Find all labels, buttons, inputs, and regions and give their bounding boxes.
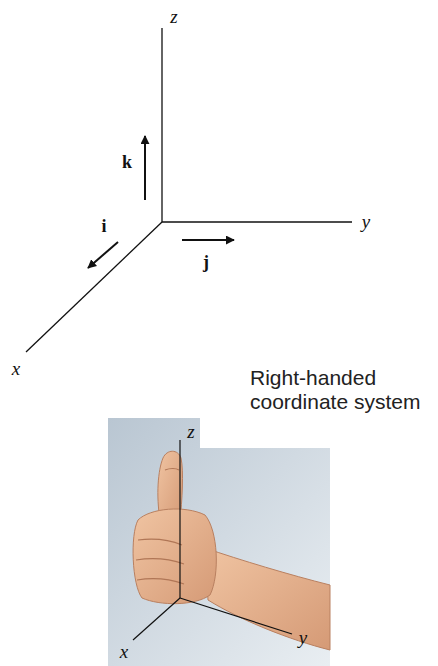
axis-label: z xyxy=(187,422,194,441)
axis-label: z xyxy=(170,7,177,26)
unit-vector-label: k xyxy=(122,153,132,171)
axis-label: x xyxy=(12,359,20,378)
hand-photo xyxy=(108,418,330,666)
axis-label: y xyxy=(299,628,307,647)
axes xyxy=(26,28,352,352)
caption-text: Right-handed coordinate system xyxy=(250,366,432,414)
axis-label: y xyxy=(362,212,370,231)
unit-vector-label: j xyxy=(203,253,209,271)
axis-label: x xyxy=(120,642,128,661)
photo-axes xyxy=(133,440,292,640)
unit-vectors xyxy=(88,136,234,268)
unit-vector-label: i xyxy=(101,217,106,235)
